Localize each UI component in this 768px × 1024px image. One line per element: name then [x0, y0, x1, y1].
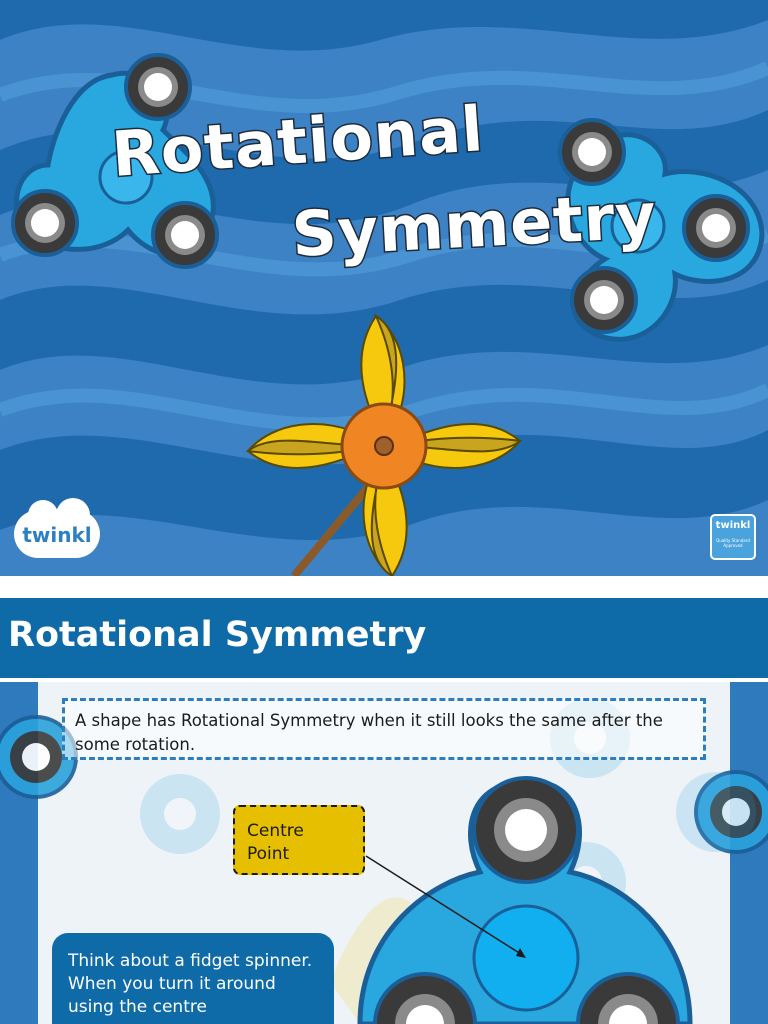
- content-slide: Rotational Symmetry: [0, 598, 768, 1024]
- info-box: Think about a fidget spinner. When you t…: [52, 933, 334, 1024]
- definition-text: A shape has Rotational Symmetry when it …: [75, 711, 663, 754]
- slide-title: Rotational Symmetry: [8, 615, 427, 655]
- fidget-spinner-left-icon: [11, 53, 219, 269]
- quality-badge-subtext: Quality Standard Approved: [716, 538, 750, 548]
- info-text: Think about a fidget spinner. When you t…: [68, 951, 313, 1017]
- twinkl-logo-text: twinkl: [22, 523, 92, 547]
- definition-box: A shape has Rotational Symmetry when it …: [62, 698, 706, 760]
- title-slide: Rotational Symmetry twinkl twinkl Qualit…: [0, 0, 768, 576]
- fidget-spinner-right-icon: [558, 118, 765, 342]
- centre-point-label: Centre Point: [233, 805, 365, 875]
- twinkl-logo: twinkl: [14, 498, 100, 558]
- quality-badge-icon: twinkl Quality Standard Approved: [710, 514, 756, 560]
- slide-header: Rotational Symmetry: [0, 598, 768, 678]
- faded-spinners-background: [0, 698, 768, 1024]
- pinwheel-icon: [245, 313, 523, 576]
- centre-point-text: Centre Point: [247, 821, 304, 864]
- quality-badge-text: twinkl: [715, 520, 751, 531]
